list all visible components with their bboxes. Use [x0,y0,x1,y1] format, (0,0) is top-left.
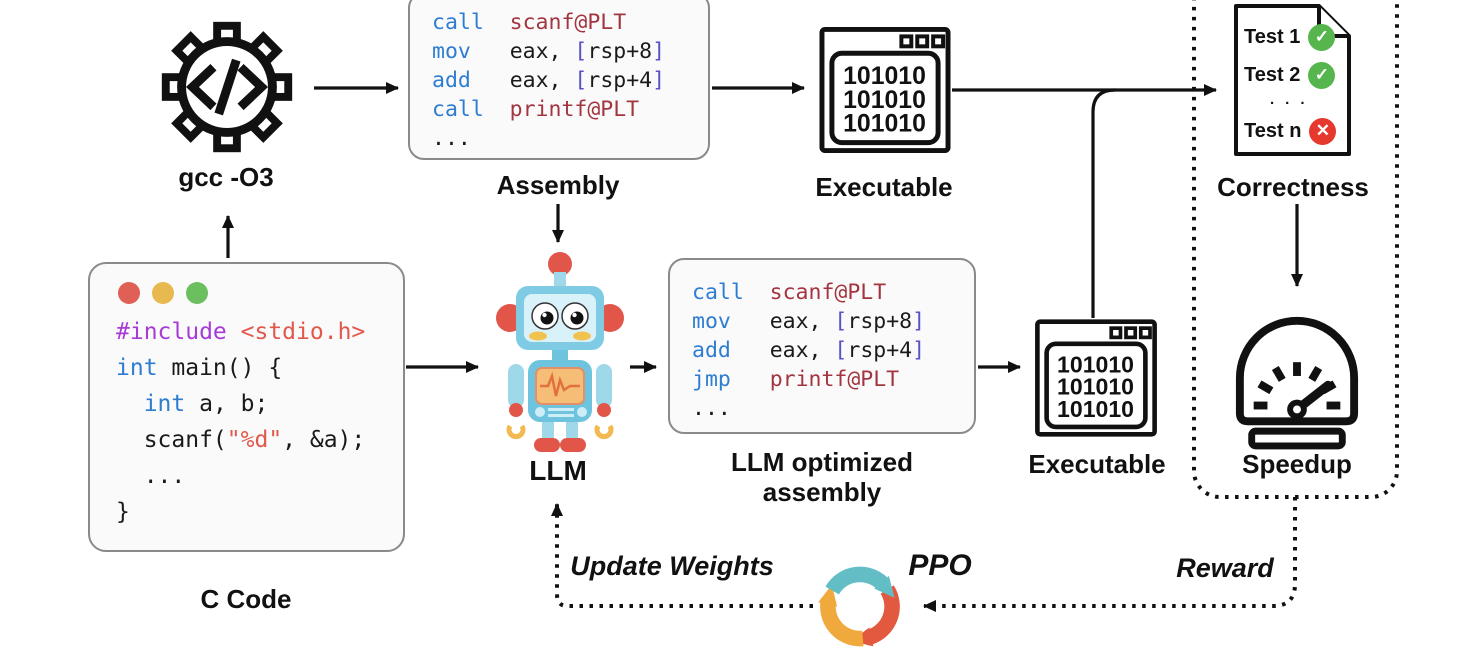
llm-assembly-label: LLM optimized assembly [731,447,913,507]
executable-top-label: Executable [815,172,953,202]
test-row-ellipsis: · · · [1270,94,1309,112]
update-weights-label: Update Weights [570,551,774,581]
test-name: Test 1 [1244,25,1301,48]
ppo-label: PPO [908,549,972,582]
gcc-label: gcc -O3 [178,162,274,192]
test-row: Test 1 ✓ [1244,18,1344,56]
assembly-label: Assembly [496,170,620,200]
red-dot-icon [118,282,140,304]
test-report-document: Test 1 ✓ Test 2 ✓ · · · Test n ✕ [1232,2,1353,158]
gear-code-icon [161,21,293,153]
speedometer-icon [1235,316,1359,450]
yellow-dot-icon [152,282,174,304]
binary-line: 101010 [1057,396,1134,422]
cross-icon: ✕ [1309,117,1337,145]
executable-window-icon: 101010 101010 101010 [819,26,951,154]
c-code-label: C Code [200,584,292,614]
executable-window-icon: 101010 101010 101010 [1035,319,1157,437]
window-traffic-lights [118,282,403,304]
test-name: Test n [1244,119,1302,142]
binary-line: 101010 [843,111,926,138]
llm-label: LLM [529,455,587,486]
speedup-label: Speedup [1242,449,1352,479]
line-executable-bottom-merge [1091,88,1116,318]
binary-line: 101010 [1057,374,1134,400]
correctness-label: Correctness [1217,172,1369,202]
binary-line: 101010 [843,63,926,90]
binary-line: 101010 [1057,351,1134,377]
binary-line: 101010 [843,87,926,114]
check-icon: ✓ [1308,23,1336,51]
dotted-arrow-reward-to-ppo [923,497,1297,612]
test-row: Test n ✕ [1244,112,1344,150]
reward-label: Reward [1176,553,1274,583]
test-name: Test 2 [1244,63,1301,86]
c-code-box: #include <stdio.h>int main() { int a, b;… [88,262,405,552]
check-icon: ✓ [1308,61,1336,89]
green-dot-icon [186,282,208,304]
test-row: Test 2 ✓ [1244,56,1344,94]
c-source-listing: #include <stdio.h>int main() { int a, b;… [116,319,366,525]
ppo-cycle-icon [818,566,900,647]
robot-icon [496,252,624,452]
executable-bottom-label: Executable [1028,449,1166,479]
